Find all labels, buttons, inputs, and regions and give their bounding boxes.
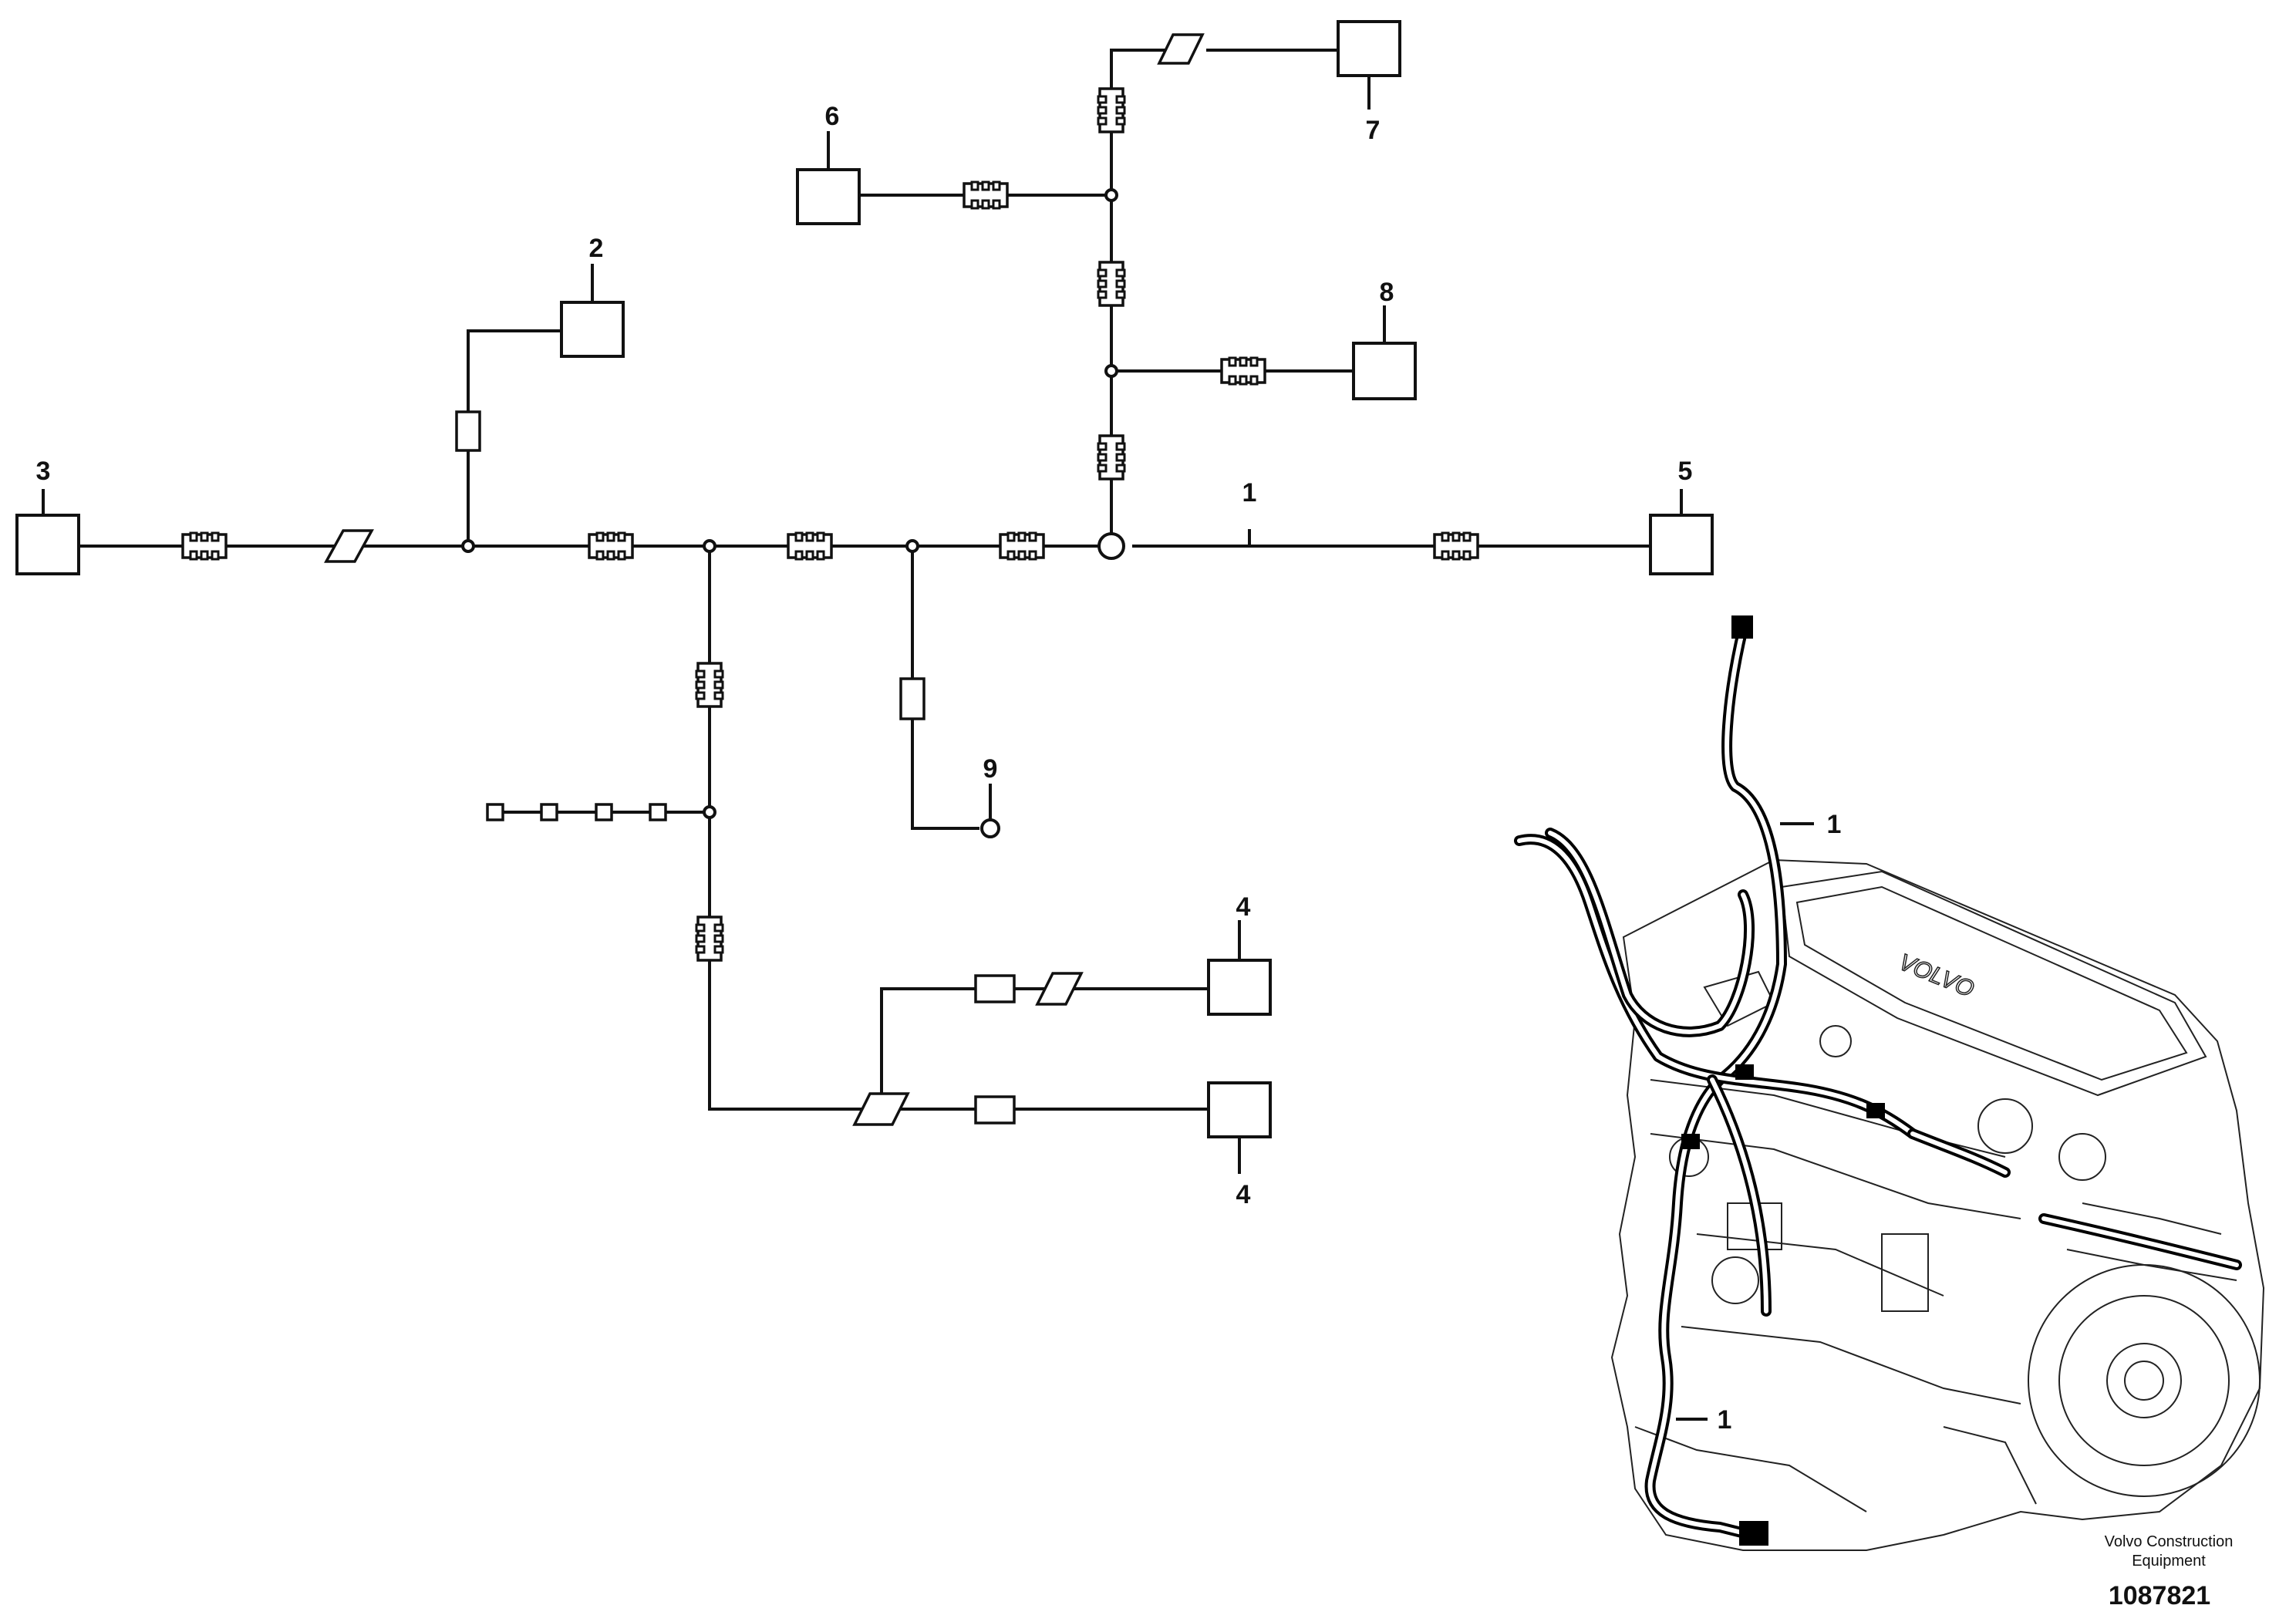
leader-lines (42, 74, 1683, 1174)
callout-8: 8 (1380, 278, 1394, 307)
callout-4-upper: 4 (1236, 892, 1251, 922)
callout-7: 7 (1366, 116, 1381, 145)
harness-end-connector-bottom (1739, 1521, 1768, 1546)
component-5 (1649, 514, 1714, 575)
clip-connector-h-7 (1220, 356, 1266, 386)
junctions (461, 188, 1125, 1118)
callout-3: 3 (36, 457, 51, 486)
component-2 (560, 301, 625, 358)
component-8 (1352, 342, 1417, 400)
drawing-number: 1087821 (2109, 1581, 2210, 1610)
horizontal-connectors (181, 180, 1479, 561)
component-6 (796, 168, 861, 225)
callout-1: 1 (1242, 478, 1257, 508)
schematic: 3 2 5 6 7 8 4 4 1 9 (15, 20, 1714, 1209)
component-4-lower (1207, 1081, 1272, 1138)
clip-connector-h-5 (1433, 531, 1479, 561)
engine-block: VOLVO (1610, 858, 2265, 1551)
engine-illustration: VOLVO (1514, 615, 2265, 1551)
clip-connector-h-2 (588, 531, 634, 561)
clip-connector-v-3 (1097, 434, 1126, 481)
splice-markers (324, 33, 1205, 1126)
clip-connector-h-4 (999, 531, 1045, 561)
callout-2: 2 (589, 234, 604, 263)
callout-6: 6 (825, 102, 840, 131)
callout-4-lower: 4 (1236, 1180, 1251, 1209)
clip-connector-v-2 (1097, 261, 1126, 307)
branch-down-left (494, 545, 1210, 1111)
component-7 (1337, 20, 1401, 77)
clip-connector-h-1 (181, 531, 228, 561)
main-junction-ring (1097, 532, 1125, 560)
clip-connector-v-4 (695, 662, 724, 708)
clip-connector-v-5 (695, 916, 724, 962)
component-boxes (15, 20, 1714, 1138)
ground-point-9 (980, 818, 1000, 838)
callout-labels: 3 2 5 6 7 8 4 4 1 9 (36, 102, 1693, 1209)
component-4-upper (1207, 959, 1272, 1016)
engine-harness (1514, 615, 2242, 1546)
vertical-connectors (695, 87, 1126, 962)
plain-connectors (455, 410, 1016, 1125)
engine-callout-1-lower: 1 (1718, 1405, 1732, 1435)
harness-end-connector-top (1731, 615, 1753, 639)
callout-5: 5 (1678, 457, 1693, 486)
callout-9: 9 (983, 754, 998, 784)
clip-connector-h-3 (787, 531, 833, 561)
engine-callout-1-upper: 1 (1827, 810, 1842, 839)
branch-9 (911, 545, 979, 830)
valve-cover-lettering: VOLVO (1895, 949, 1977, 1003)
clip-connector-v-1 (1097, 87, 1126, 133)
branch-2 (467, 329, 563, 548)
company-name-line1: Volvo Construction (2105, 1533, 2234, 1550)
component-3 (15, 514, 80, 575)
title-block: Volvo Construction Equipment 1087821 (2105, 1533, 2234, 1610)
clip-connector-h-6 (963, 180, 1009, 210)
company-name-line2: Equipment (2132, 1553, 2206, 1570)
